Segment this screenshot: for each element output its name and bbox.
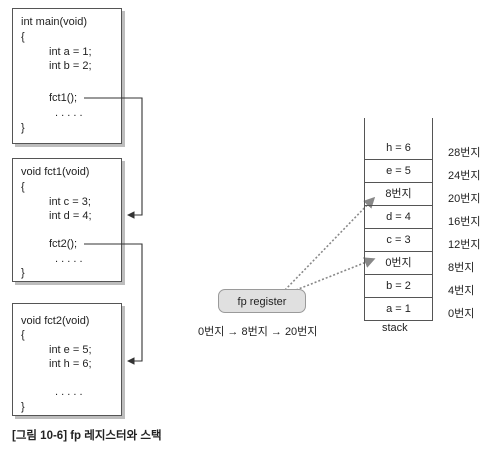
fp-register-box: fp register <box>218 289 306 313</box>
code-line: int e = 5; <box>49 344 92 356</box>
stack-cell: d = 4 <box>364 206 433 229</box>
stack-address: 16번지 <box>448 216 481 228</box>
code-line: } <box>21 122 25 134</box>
stack-frame <box>364 118 433 321</box>
stack-cell: a = 1 <box>364 298 433 321</box>
stack-cell: 8번지 <box>364 183 433 206</box>
stack-address: 0번지 <box>448 308 475 320</box>
stack-cell: 0번지 <box>364 252 433 275</box>
stack-address: 28번지 <box>448 147 481 159</box>
code-line: . . . . . <box>55 253 83 265</box>
code-line: int main(void) <box>21 16 88 28</box>
code-line: } <box>21 401 25 413</box>
stack-cell: e = 5 <box>364 160 433 183</box>
stack-cell: h = 6 <box>364 137 433 160</box>
code-line: . . . . . <box>55 107 83 119</box>
stack-address: 20번지 <box>448 193 481 205</box>
code-line: . . . . . <box>55 386 83 398</box>
call-arrow-fct2 <box>84 243 143 365</box>
code-line: { <box>21 329 25 341</box>
call-fct2-line: fct2(); <box>49 238 78 250</box>
code-line: void fct2(void) <box>21 315 90 327</box>
stack-address: 4번지 <box>448 285 475 297</box>
stack-address: 12번지 <box>448 239 481 251</box>
call-arrow-fct1 <box>84 97 143 219</box>
code-line: int b = 2; <box>49 60 92 72</box>
fct1-function-box: void fct1(void) { int c = 3; int d = 4; … <box>12 158 122 282</box>
call-fct1-line: fct1(); <box>49 92 78 104</box>
fp-address-sequence: 0번지 → 8번지 → 20번지 <box>198 326 318 338</box>
main-function-box: int main(void) { int a = 1; int b = 2; f… <box>12 8 122 144</box>
code-line: } <box>21 267 25 279</box>
code-line: { <box>21 31 25 43</box>
fp-pointer-20 <box>284 196 376 291</box>
stack-cell: b = 2 <box>364 275 433 298</box>
code-line: int h = 6; <box>49 358 92 370</box>
code-line: int a = 1; <box>49 46 92 58</box>
code-line: void fct1(void) <box>21 166 90 178</box>
stack-cell: c = 3 <box>364 229 433 252</box>
code-line: { <box>21 181 25 193</box>
fp-pointer-8 <box>295 257 376 291</box>
figure-caption: [그림 10-6] fp 레지스터와 스택 <box>12 430 162 442</box>
stack-address: 24번지 <box>448 170 481 182</box>
stack-label: stack <box>382 322 408 334</box>
code-line: int d = 4; <box>49 210 92 222</box>
code-line: int c = 3; <box>49 196 91 208</box>
stack-address: 8번지 <box>448 262 475 274</box>
fct2-function-box: void fct2(void) { int e = 5; int h = 6; … <box>12 303 122 416</box>
